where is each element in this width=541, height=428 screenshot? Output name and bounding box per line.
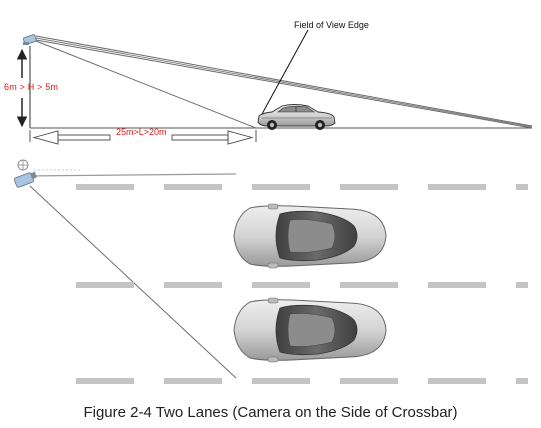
fov-line-upper — [35, 35, 533, 127]
camera-icon — [23, 34, 37, 45]
fov-boundary-upper — [36, 32, 300, 38]
dist-arrowhead-right — [227, 130, 254, 145]
dist-arrow-right — [171, 134, 229, 141]
car-top-icon — [233, 297, 387, 363]
field-of-view-edge-label: Field of View Edge — [294, 20, 369, 30]
crossbar — [23, 173, 237, 177]
dist-arrow-left — [57, 134, 111, 141]
lane-marking-row-2 — [76, 282, 528, 288]
figure-caption: Figure 2-4 Two Lanes (Camera on the Side… — [83, 404, 458, 421]
distance-range-label: 25m>L>20m — [116, 127, 167, 137]
lane-marking-row-1 — [76, 184, 528, 190]
fov-line-near — [35, 40, 257, 129]
height-range-label: 6m > H > 5m — [4, 82, 59, 92]
fov-pointer — [261, 29, 309, 115]
dist-arrowhead-left — [32, 130, 59, 145]
lane-marking-row-3 — [76, 378, 528, 384]
car-side-icon — [257, 104, 336, 130]
camera-icon — [13, 159, 37, 188]
fov-line-far — [35, 39, 533, 129]
top-view — [13, 159, 528, 384]
fov-line-horizon — [35, 37, 533, 128]
car-top-icon — [233, 203, 387, 269]
side-view — [16, 29, 533, 145]
